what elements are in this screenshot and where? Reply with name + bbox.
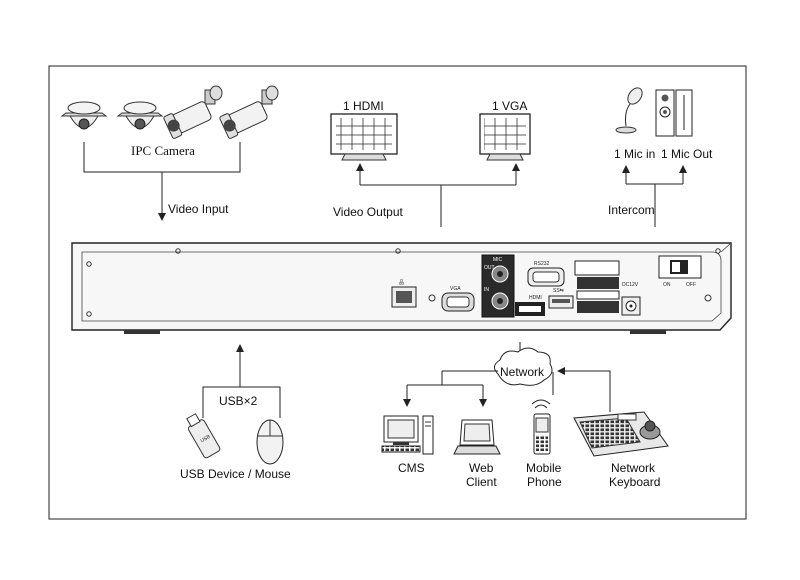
web-client-laptop-icon: [453, 419, 501, 455]
web-client-label-2: Client: [466, 475, 497, 489]
svg-text:MIC: MIC: [493, 257, 503, 263]
svg-text:USB: USB: [200, 434, 212, 445]
network-label: Network: [500, 365, 545, 379]
cms-computer-icon: [381, 415, 434, 455]
vga-port: VGA: [441, 286, 475, 312]
mic-in-label: 1 Mic in: [614, 147, 655, 161]
network-keyboard-label-1: Network: [611, 461, 656, 475]
hdmi-monitor-label: 1 HDMI: [343, 99, 384, 113]
svg-text:DC12V: DC12V: [622, 282, 639, 288]
dome-camera-1-icon: [60, 101, 108, 130]
intercom-label: Intercom: [608, 203, 655, 217]
vga-monitor-icon: [479, 113, 531, 161]
network-keyboard-icon: [573, 411, 669, 457]
speaker-icon: [655, 89, 693, 137]
usb-device-mouse-label: USB Device / Mouse: [180, 467, 291, 481]
svg-text:ON: ON: [663, 282, 671, 288]
keyboard-network-arrow: [557, 367, 611, 412]
dome-camera-2-icon: [116, 101, 164, 130]
power-input-port: DC12V: [621, 282, 641, 316]
mobile-phone-icon: [531, 399, 551, 455]
alarm-terminal-block: [574, 260, 620, 313]
ethernet-port-icon: 品: [391, 280, 417, 308]
svg-text:HDMI: HDMI: [529, 295, 542, 301]
mobile-phone-label-2: Phone: [527, 475, 562, 489]
bullet-camera-2-icon: [219, 85, 279, 139]
mouse-icon: [256, 419, 284, 465]
video-output-label: Video Output: [333, 205, 403, 219]
svg-text:RS232: RS232: [534, 261, 550, 267]
hdmi-monitor-icon: [330, 113, 398, 161]
usb-port: SS⇆: [548, 288, 574, 309]
panel-ground-icon: [704, 294, 712, 302]
vga-monitor-label: 1 VGA: [492, 99, 527, 113]
usb-stick-icon: USB: [186, 413, 221, 459]
svg-text:IN: IN: [484, 287, 489, 293]
usb-x2-label: USB×2: [219, 394, 258, 408]
network-keyboard-label-2: Keyboard: [609, 475, 660, 489]
network-cloud-icon: [494, 347, 553, 386]
svg-text:VGA: VGA: [450, 286, 461, 292]
power-switch: ON OFF: [658, 255, 702, 288]
usb-bus-line: [202, 386, 281, 418]
ipc-camera-label: IPC Camera: [131, 143, 195, 158]
video-input-label: Video Input: [168, 202, 229, 216]
bullet-camera-1-icon: [163, 85, 223, 139]
svg-text:SS⇆: SS⇆: [553, 288, 564, 294]
ground-screw-icon: [428, 294, 436, 302]
hdmi-port: HDMI: [515, 295, 545, 316]
web-client-label-1: Web: [469, 461, 494, 475]
mic-out-label: 1 Mic Out: [661, 147, 713, 161]
svg-text:品: 品: [399, 280, 404, 286]
rs232-port: RS232: [527, 261, 565, 287]
svg-text:OUT: OUT: [484, 265, 495, 271]
microphone-icon: [615, 87, 643, 134]
diagram-border: [48, 65, 747, 520]
cms-label: CMS: [398, 461, 425, 475]
mobile-phone-label-1: Mobile: [526, 461, 562, 475]
svg-text:OFF: OFF: [686, 282, 696, 288]
audio-io-ports: MIC OUT IN: [481, 254, 515, 318]
